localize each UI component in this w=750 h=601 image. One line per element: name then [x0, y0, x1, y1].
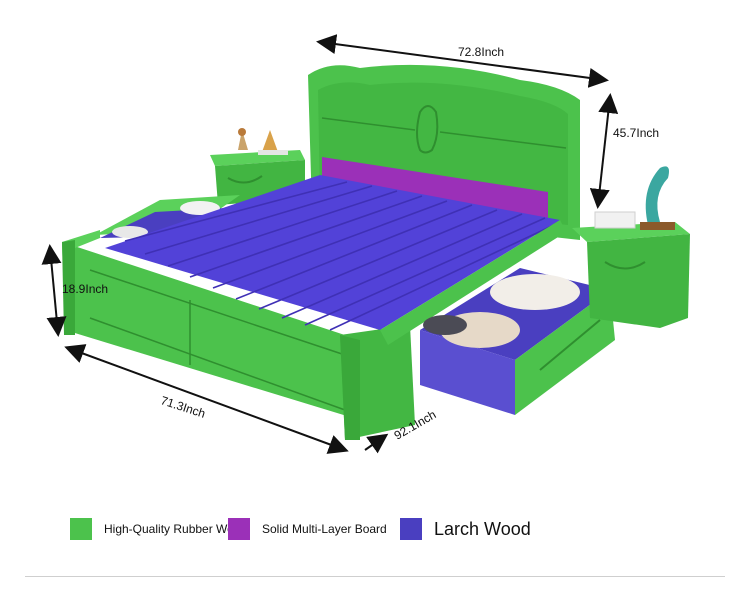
- legend-label-rubber-wood: High-Quality Rubber Wood: [104, 522, 248, 536]
- bed-width-arrow: [64, 344, 349, 454]
- legend-swatch-multi-layer: [228, 518, 250, 540]
- dimension-lines: [41, 34, 619, 454]
- length-arrow: [364, 433, 389, 454]
- legend-item-rubber-wood: High-Quality Rubber Wood: [70, 518, 247, 540]
- bed-height-arrow: [41, 244, 67, 337]
- bottom-divider: [25, 576, 725, 577]
- multi-layer-board: [322, 157, 548, 218]
- material-legend: High-Quality Rubber Wood Solid Multi-Lay…: [0, 510, 750, 550]
- width-arrow: [316, 34, 609, 88]
- right-decor: [594, 166, 675, 230]
- legend-label-multi-layer: Solid Multi-Layer Board: [262, 522, 387, 536]
- legend-label-larch-wood: Larch Wood: [434, 518, 531, 539]
- height-arrow: [589, 93, 619, 209]
- legend-swatch-rubber-wood: [70, 518, 92, 540]
- dim-bed-height: 18.9Inch: [62, 282, 109, 296]
- legend-swatch-larch-wood: [400, 518, 422, 540]
- legend-item-larch-wood: Larch Wood: [400, 518, 531, 540]
- dim-headboard-width: 72.8Inch: [458, 45, 505, 59]
- legend-item-multi-layer: Solid Multi-Layer Board: [228, 518, 387, 540]
- bed-slats: [105, 175, 566, 345]
- left-decor: [238, 128, 288, 155]
- dim-headboard-height: 45.7Inch: [613, 126, 660, 140]
- storage-drawer: [420, 268, 615, 415]
